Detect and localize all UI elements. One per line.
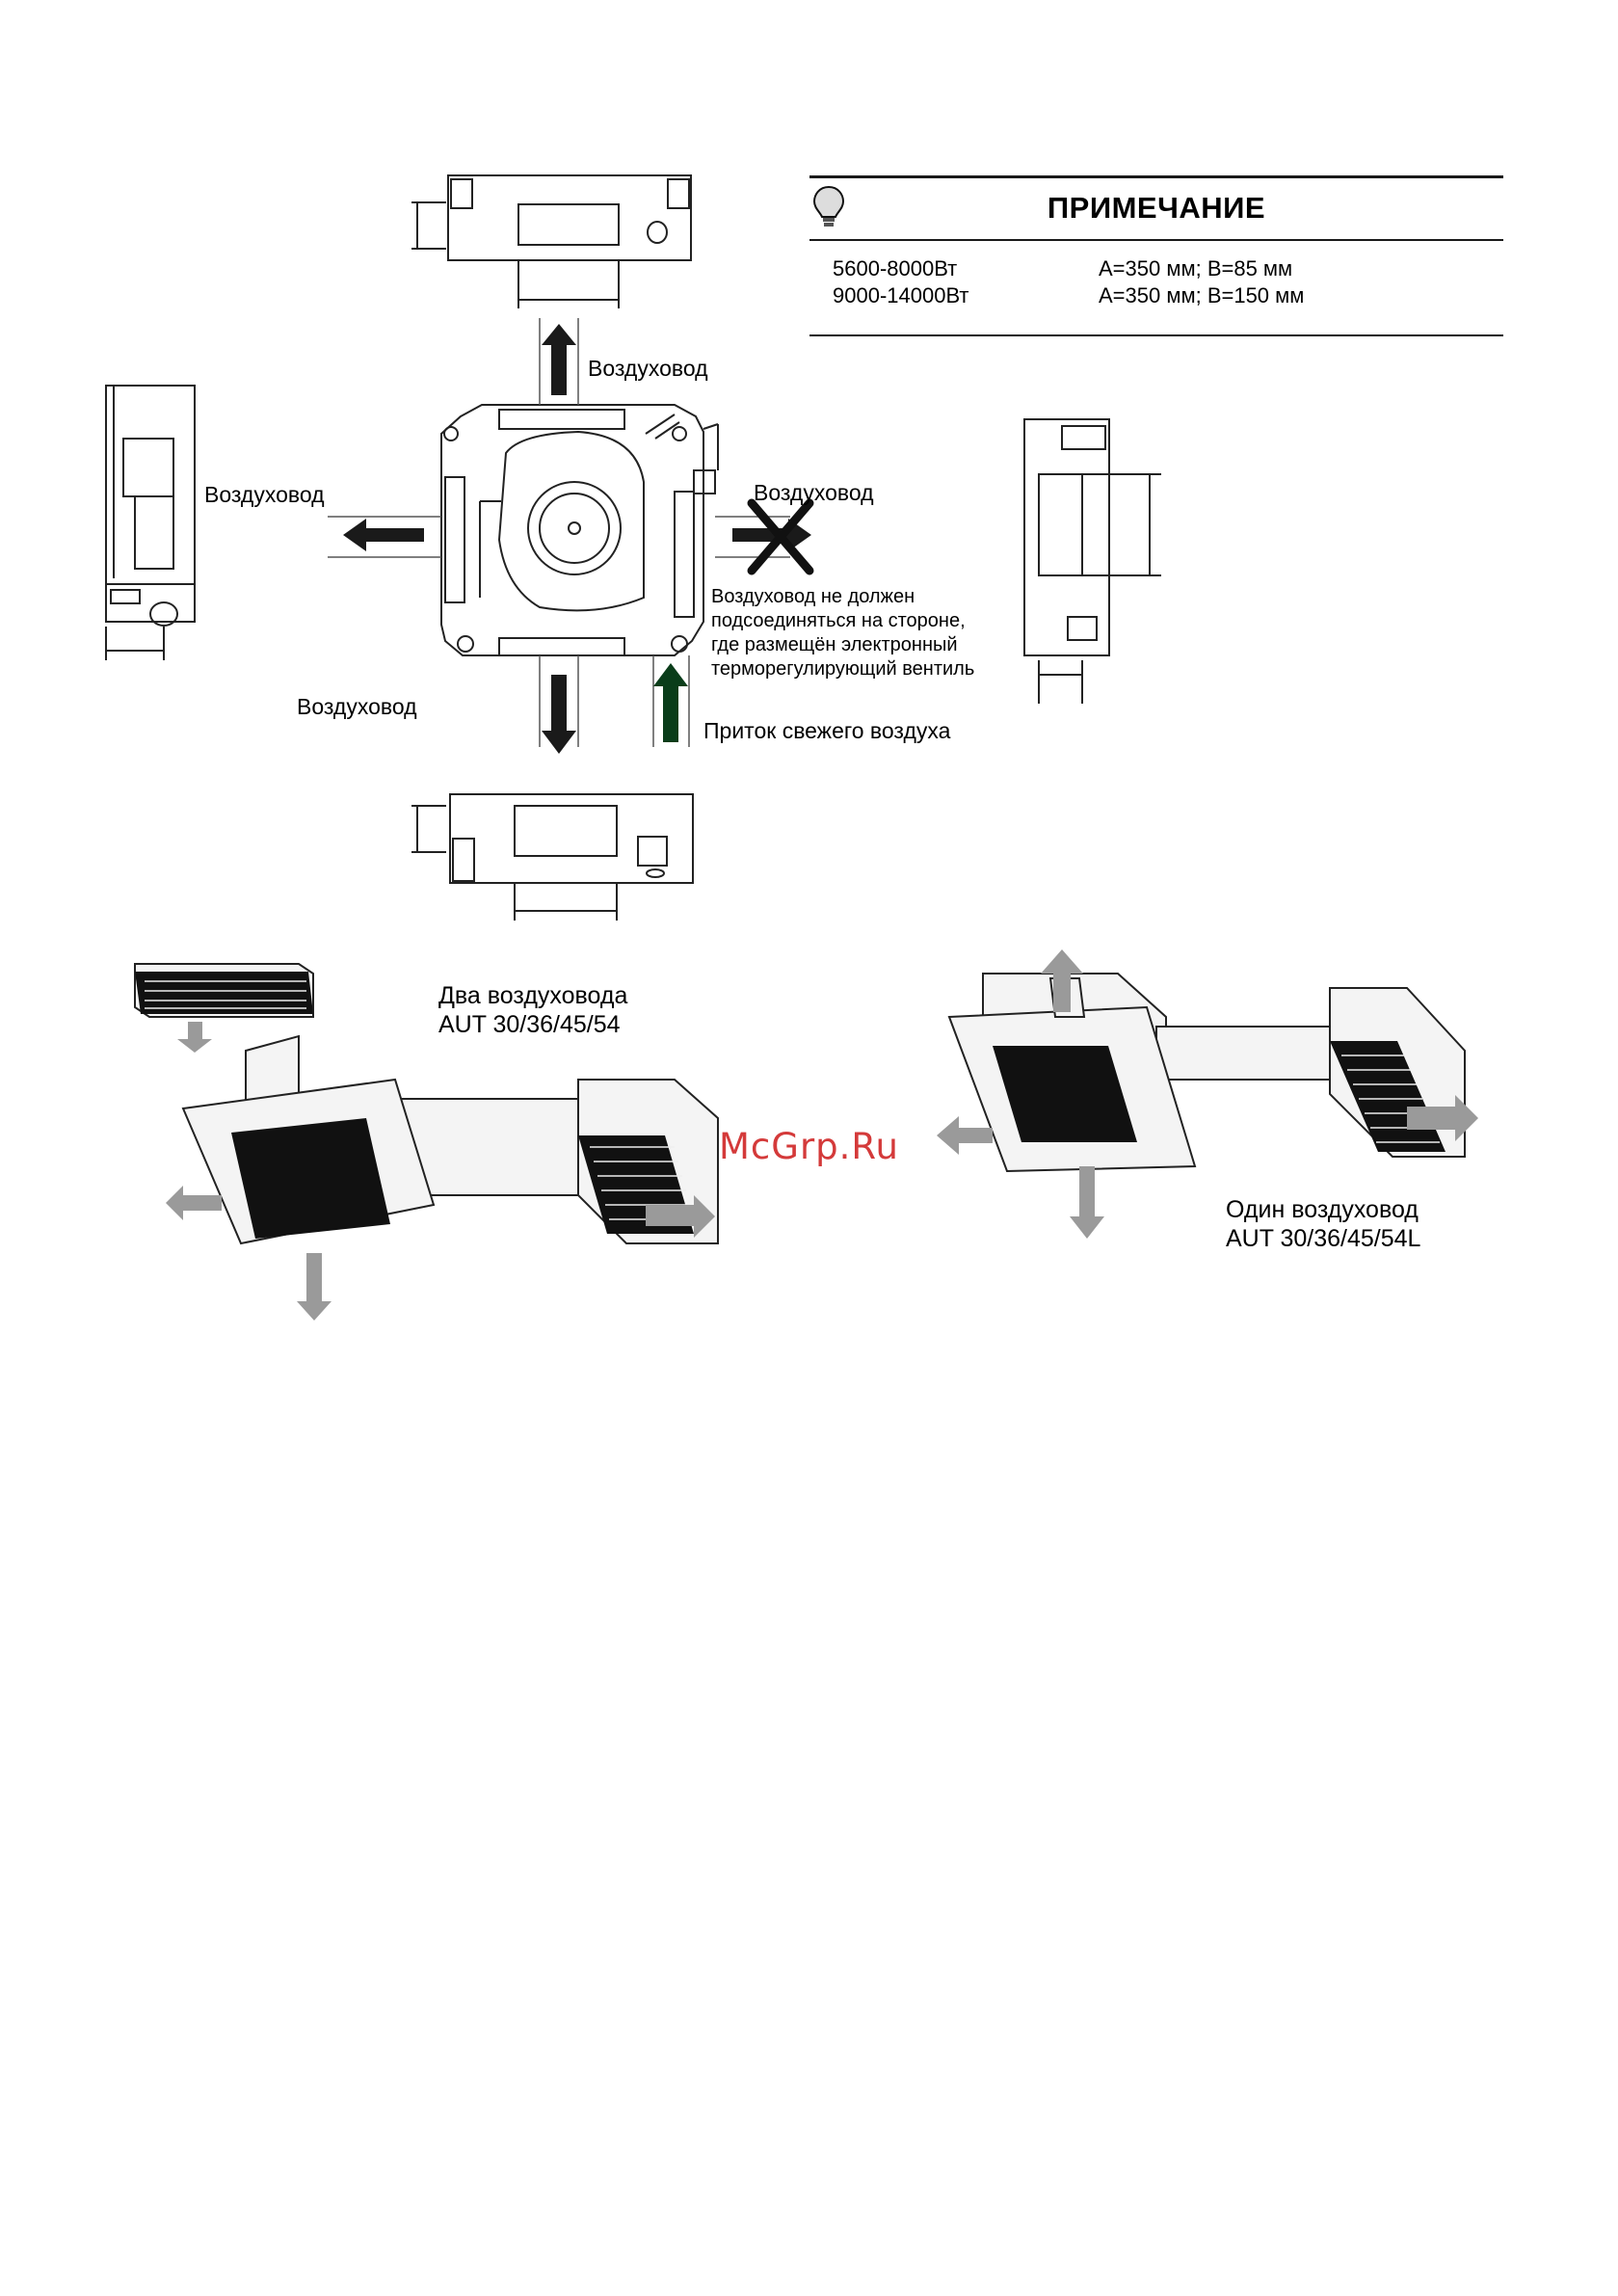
airflow-arrows bbox=[343, 324, 814, 754]
one-duct-title: Один воздуховод bbox=[1226, 1196, 1419, 1223]
one-duct-model: AUT 30/36/45/54L bbox=[1226, 1225, 1421, 1252]
fresh-air-label: Приток свежего воздуха bbox=[703, 718, 951, 743]
note-top-rule bbox=[809, 175, 1503, 178]
warning-line-2: подсоединяться на стороне, bbox=[711, 610, 966, 631]
two-duct-installation bbox=[134, 963, 719, 1321]
arrow-left-icon bbox=[343, 519, 424, 551]
watermark: McGrp.Ru bbox=[719, 1126, 899, 1167]
note-title: ПРИМЕЧАНИЕ bbox=[1047, 191, 1266, 225]
note-dims-2: A=350 мм; B=150 мм bbox=[1099, 283, 1305, 307]
two-ducts-model: AUT 30/36/45/54 bbox=[438, 1011, 621, 1038]
bottom-elevation-view bbox=[411, 793, 694, 921]
lightbulb-icon bbox=[812, 185, 845, 227]
note-mid-rule bbox=[809, 239, 1503, 241]
note-bottom-rule bbox=[809, 334, 1503, 336]
two-ducts-title: Два воздуховода bbox=[438, 982, 628, 1009]
note-box: ПРИМЕЧАНИЕ 5600-8000Вт A=350 мм; B=85 мм… bbox=[809, 175, 1503, 339]
no-duct-cross-icon bbox=[747, 498, 814, 575]
duct-label-left: Воздуховод bbox=[204, 482, 325, 507]
note-model-2: 9000-14000Вт bbox=[833, 283, 969, 307]
right-elevation-view bbox=[1023, 418, 1161, 704]
left-elevation-view bbox=[105, 385, 196, 660]
warning-line-4: терморегулирующий вентиль bbox=[711, 658, 975, 680]
arrow-up-icon bbox=[542, 324, 576, 395]
duct-stubs bbox=[328, 318, 790, 747]
fresh-air-arrow-icon bbox=[653, 663, 688, 742]
note-dims-1: A=350 мм; B=85 мм bbox=[1099, 256, 1293, 280]
cassette-top-view bbox=[440, 404, 719, 656]
one-duct-installation bbox=[937, 949, 1478, 1239]
duct-label-bottom: Воздуховод bbox=[297, 694, 417, 719]
top-elevation-view bbox=[411, 174, 692, 308]
duct-label-right: Воздуховод bbox=[754, 480, 874, 505]
warning-line-1: Воздуховод не должен bbox=[711, 586, 915, 607]
warning-line-3: где размещён электронный bbox=[711, 634, 958, 655]
note-model-1: 5600-8000Вт bbox=[833, 256, 958, 280]
duct-label-top: Воздуховод bbox=[588, 356, 708, 381]
arrow-down-icon bbox=[542, 675, 576, 754]
